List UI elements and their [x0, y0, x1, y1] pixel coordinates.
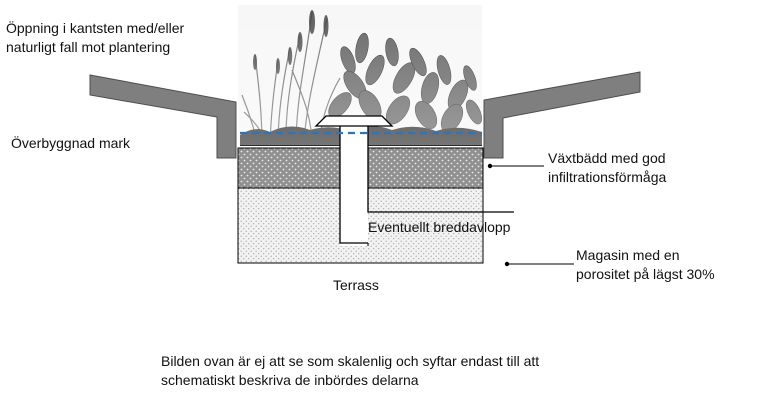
- label-overflow: Eventuellt breddavlopp: [368, 219, 511, 235]
- label-terrace: Terrass: [333, 277, 379, 293]
- storage-leader: [504, 261, 574, 267]
- label-plant-bed: Växtbädd med god infiltrationsförmåga: [548, 150, 667, 185]
- label-kerb-opening: Öppning i kantsten med/eller naturligt f…: [6, 20, 185, 55]
- scale-disclaimer-note: Bilden ovan är ej att se som skalenlig o…: [161, 353, 540, 388]
- overflow-pipe: [314, 115, 514, 246]
- ground-surface-right: [483, 71, 641, 159]
- ground-surface-left: [89, 74, 237, 159]
- label-storage: Magasin med en porositet på lägst 30%: [576, 247, 715, 282]
- plant-bed-leader: [487, 163, 544, 169]
- overflow-pipe-cap: [314, 115, 394, 127]
- label-ground-superstructure: Överbyggnad mark: [11, 135, 131, 151]
